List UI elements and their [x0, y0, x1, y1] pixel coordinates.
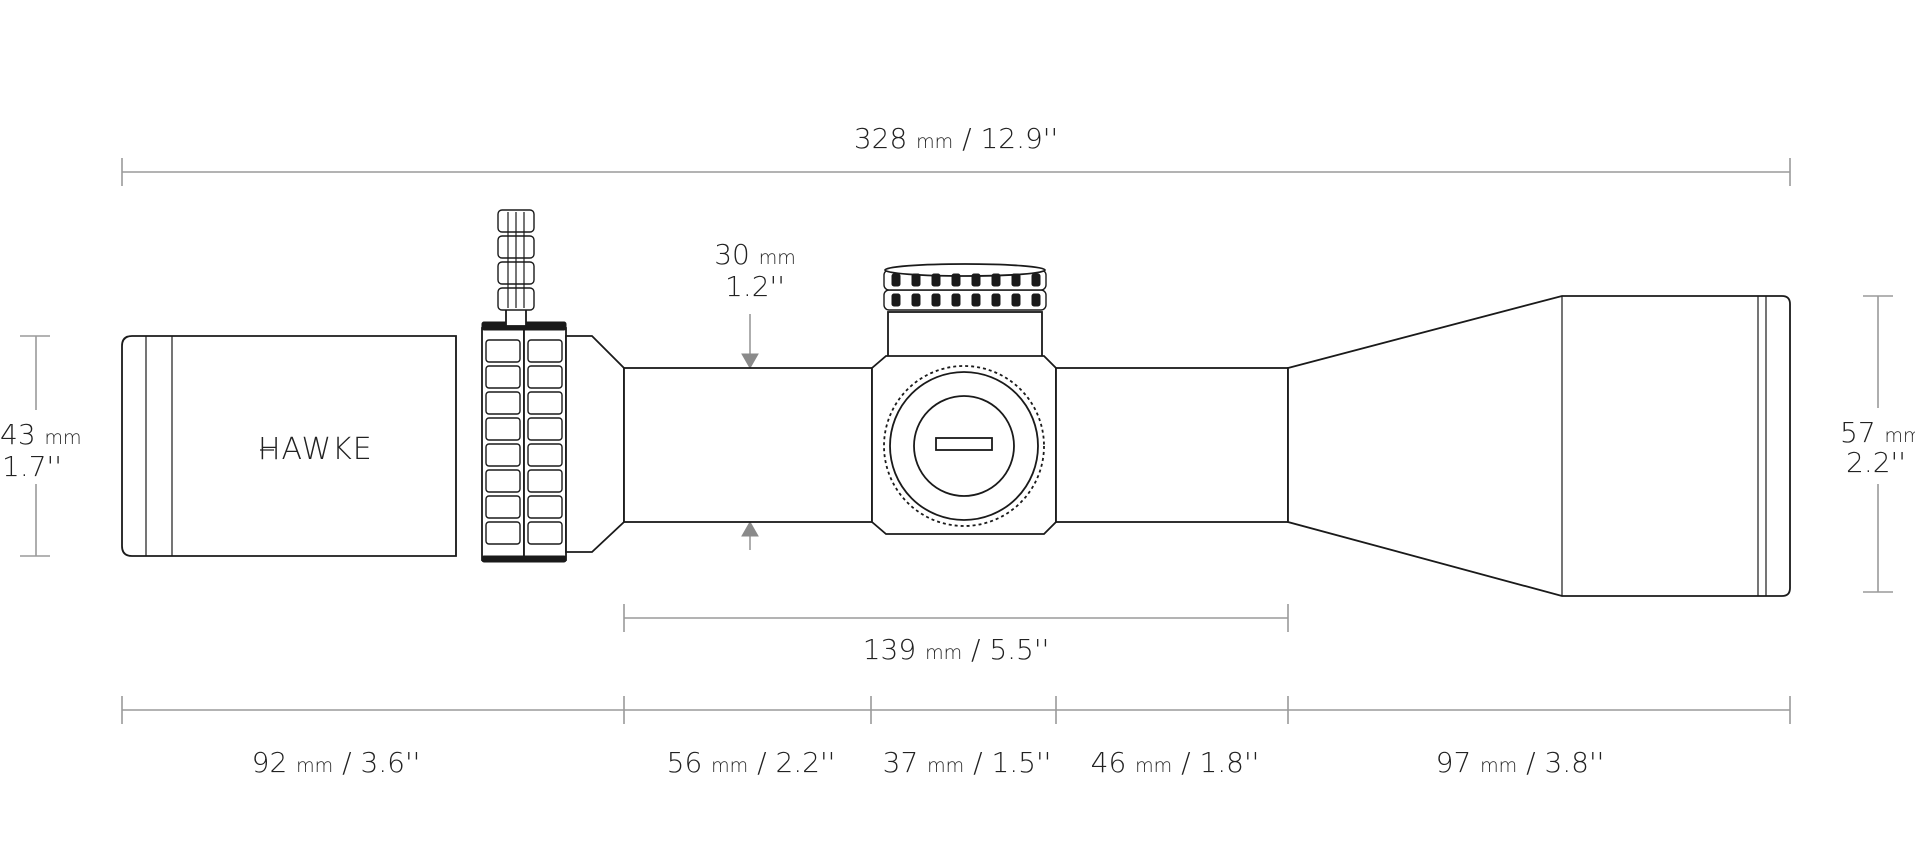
knurl-tooth: [485, 365, 521, 389]
objective-diameter-metric: 57 mm: [1840, 416, 1915, 449]
knurl-tooth: [527, 391, 563, 415]
turret-tooth: [911, 293, 921, 307]
knurl-tooth: [527, 521, 563, 545]
knurl-tooth: [485, 391, 521, 415]
ocular-diameter-imperial: 1.7'': [2, 450, 62, 483]
tube-diameter-imperial: 1.2'': [725, 270, 785, 303]
turret-tooth: [1031, 293, 1041, 307]
objective-bell: [1287, 295, 1791, 597]
turret-tooth: [931, 293, 941, 307]
knurl-tooth: [485, 521, 521, 545]
knurl-tooth: [485, 443, 521, 467]
knurl-tooth: [485, 339, 521, 363]
rear-main-tube: [1055, 367, 1289, 523]
ocular-diameter-metric: 43 mm: [0, 418, 82, 451]
knurl-tooth: [527, 339, 563, 363]
turret-tooth: [911, 273, 921, 287]
segment-label-rear-tube: 46 mm / 1.8'': [1091, 746, 1260, 779]
magnification-ring: [481, 321, 567, 563]
turret-tooth: [1011, 273, 1021, 287]
mounting-length-dimension: 139 mm / 5.5'': [623, 604, 1289, 666]
turret-tooth: [971, 273, 981, 287]
throw-lever: [497, 209, 535, 327]
turret-tooth: [971, 293, 981, 307]
segment-label-turret: 37 mm / 1.5'': [883, 746, 1052, 779]
overall-length-dimension: 328 mm / 12.9'': [121, 122, 1791, 186]
turret-tooth: [931, 273, 941, 287]
ocular-diameter-dimension: 43 mm 1.7'': [0, 335, 82, 557]
turret-tooth: [1031, 273, 1041, 287]
knurl-tooth: [485, 495, 521, 519]
tube-diameter-arrow-bottom: [741, 520, 759, 537]
turret-tooth: [991, 273, 1001, 287]
overall-length-label: 328 mm / 12.9'': [854, 122, 1058, 155]
knurl-tooth: [485, 417, 521, 441]
eyepiece-taper: [565, 335, 625, 553]
mounting-length-label: 139 mm / 5.5'': [863, 633, 1050, 666]
knurl-tooth: [527, 495, 563, 519]
turret-tooth: [1011, 293, 1021, 307]
magnification-ring-cap-bottom: [481, 555, 567, 563]
knurl-tooth: [485, 469, 521, 493]
turret-tooth: [951, 293, 961, 307]
objective-diameter-dimension: 57 mm 2.2'': [1840, 295, 1915, 593]
tube-diameter-arrow-top: [741, 353, 759, 370]
windage-turret-slot: [935, 437, 993, 451]
turret-tooth: [951, 273, 961, 287]
knurl-tooth: [527, 365, 563, 389]
front-main-tube: [623, 367, 873, 523]
knurl-tooth: [527, 443, 563, 467]
turret-tooth: [891, 273, 901, 287]
knurl-tooth: [527, 469, 563, 493]
elevation-turret-base: [887, 311, 1043, 359]
segment-label-objective: 97 mm / 3.8'': [1436, 746, 1605, 779]
ocular-housing: HAWKE: [121, 335, 457, 557]
ocular-body: [121, 335, 457, 557]
turret-tooth: [891, 293, 901, 307]
segment-dimensions: 92 mm / 3.6'' 56 mm / 2.2'' 37 mm / 1.5'…: [121, 696, 1791, 779]
turret-tooth: [991, 293, 1001, 307]
elevation-turret-knurl-ring: [883, 289, 1047, 311]
tube-diameter-dimension: 30 mm 1.2'': [714, 238, 796, 550]
rifle-scope-drawing: HAWKE: [121, 209, 1791, 597]
elevation-turret-teeth: [891, 273, 1041, 307]
tube-diameter-metric: 30 mm: [714, 238, 796, 271]
knurl-tooth: [527, 417, 563, 441]
segment-label-ocular: 92 mm / 3.6'': [252, 746, 421, 779]
elevation-turret-cap: [884, 263, 1046, 277]
brand-logo: HAWKE: [258, 432, 373, 467]
segment-label-front-tube: 56 mm / 2.2'': [667, 746, 836, 779]
turret-saddle: [871, 263, 1057, 535]
objective-diameter-imperial: 2.2'': [1846, 446, 1906, 479]
